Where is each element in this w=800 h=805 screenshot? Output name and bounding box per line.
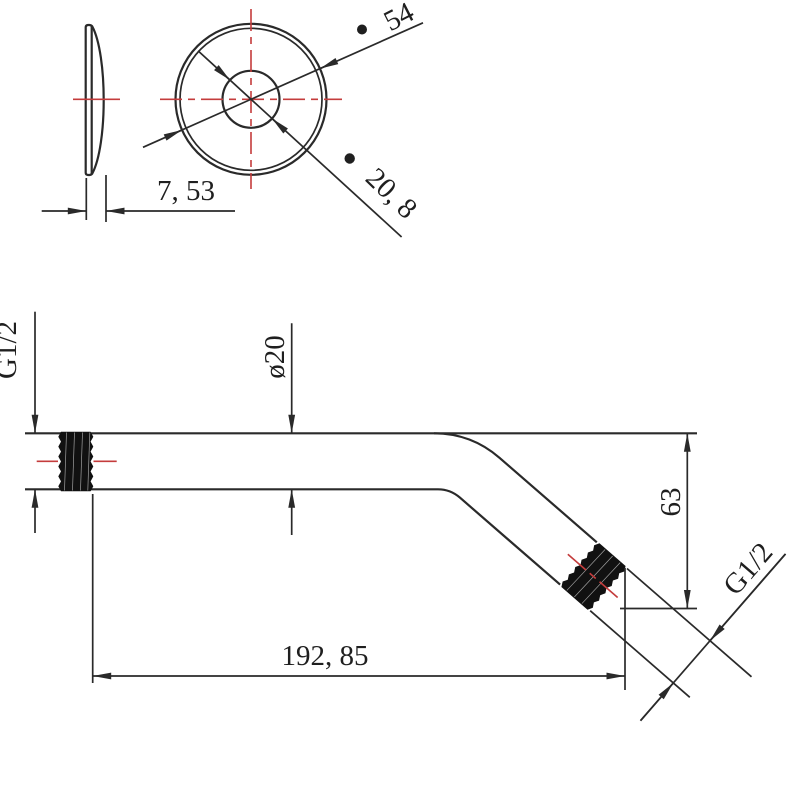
dim-arm-length: 192, 85 [91, 494, 626, 690]
arrow-segment [639, 682, 674, 722]
thread-groove [64, 432, 67, 491]
wall-thread-label: G1/2 [0, 321, 23, 379]
extension-line [589, 610, 691, 698]
flange-profile-outline [84, 23, 105, 177]
arrow-segment [319, 57, 339, 70]
diameter-line [142, 22, 424, 149]
flange-side-view [73, 23, 120, 177]
dim-drop-height: 63 [620, 433, 697, 610]
arrow-segment [271, 117, 288, 134]
diameter-line [197, 50, 403, 238]
flange-outer-diameter-label: 54 [379, 0, 420, 38]
thread-groove [566, 549, 606, 591]
shower-arm-view [25, 431, 697, 610]
label-dot [344, 153, 355, 164]
head-thread-centerline [567, 553, 622, 601]
dim-flange-thickness: 7, 53 [41, 175, 235, 222]
drop-height-label: 63 [655, 488, 687, 517]
head-thread [561, 543, 626, 610]
wall-thread-block [58, 431, 94, 492]
flange-thickness-label: 7, 53 [157, 175, 215, 207]
pipe-diameter-label: ø20 [259, 335, 291, 379]
arrow-segment [214, 65, 231, 81]
dim-pipe-diameter: ø20 [259, 323, 296, 535]
tube-bend-outer [433, 432, 598, 544]
thread-groove [87, 432, 91, 491]
wall-thread [58, 431, 94, 492]
label-dot [357, 24, 367, 35]
flange-bore-diameter-label: 20, 8 [359, 162, 423, 225]
head-thread-label: G1/2 [717, 537, 779, 602]
arrow-segment [709, 553, 787, 642]
extension-line [626, 567, 753, 678]
tube-bend-inner [437, 488, 561, 586]
dim-wall-thread: G1/2 [0, 311, 39, 533]
thread-groove [80, 432, 83, 491]
arrow-segment [163, 129, 183, 141]
arm-length-label: 192, 85 [282, 640, 369, 672]
thread-groove [72, 432, 75, 491]
